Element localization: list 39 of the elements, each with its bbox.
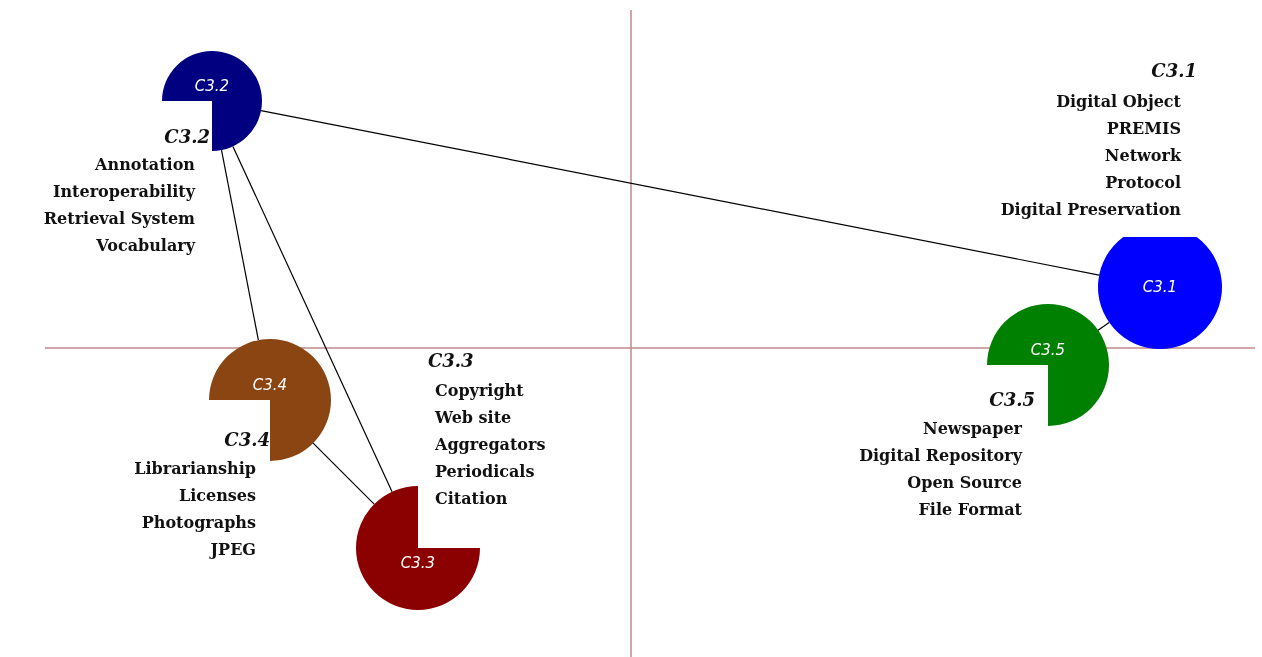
cluster-heading: C3.2 (164, 126, 210, 148)
keyword-label: Digital Repository (859, 445, 1022, 467)
keyword-label: Protocol (1105, 172, 1181, 194)
connector-line (232, 145, 393, 493)
cluster-heading: C3.4 (224, 429, 270, 451)
keyword-label: Open Source (907, 472, 1022, 494)
cluster-label: C3.3 (400, 554, 436, 572)
connector-line (260, 110, 1100, 276)
keyword-label: Copyright (435, 380, 524, 402)
keyword-label: Digital Object (1056, 91, 1181, 113)
keyword-label: JPEG (210, 539, 256, 561)
keyword-label: Librarianship (134, 458, 256, 480)
connector-line (312, 442, 375, 505)
keyword-label: Interoperability (52, 181, 195, 203)
cluster-pie (162, 51, 262, 151)
cluster-label: C3.2 (194, 77, 230, 95)
cluster-heading: C3.1 (1151, 60, 1197, 82)
cluster-pie (209, 339, 331, 461)
keyword-label: Periodicals (435, 461, 535, 483)
keyword-label: Licenses (178, 485, 256, 507)
cluster-label: C3.5 (1030, 341, 1066, 359)
keyword-label: Newspaper (923, 418, 1022, 440)
keyword-label: PREMIS (1106, 118, 1181, 140)
keyword-label: Retrieval System (43, 208, 195, 230)
keyword-label: Annotation (95, 154, 195, 176)
keyword-label: File Format (918, 499, 1022, 521)
cluster-heading: C3.3 (428, 350, 474, 372)
keyword-label: Aggregators (435, 434, 546, 456)
keyword-label: Citation (435, 488, 508, 510)
keyword-label: Network (1104, 145, 1181, 167)
keyword-label: Photographs (141, 512, 256, 534)
cluster-label: C3.4 (252, 376, 288, 394)
connector-line (1097, 321, 1110, 331)
keyword-label: Vocabulary (96, 235, 195, 257)
connector-line (220, 149, 259, 341)
cluster-heading: C3.5 (989, 389, 1035, 411)
keyword-label: Digital Preservation (1000, 199, 1181, 221)
cluster-label: C3.1 (1142, 278, 1178, 296)
keyword-label: Web site (435, 407, 512, 429)
